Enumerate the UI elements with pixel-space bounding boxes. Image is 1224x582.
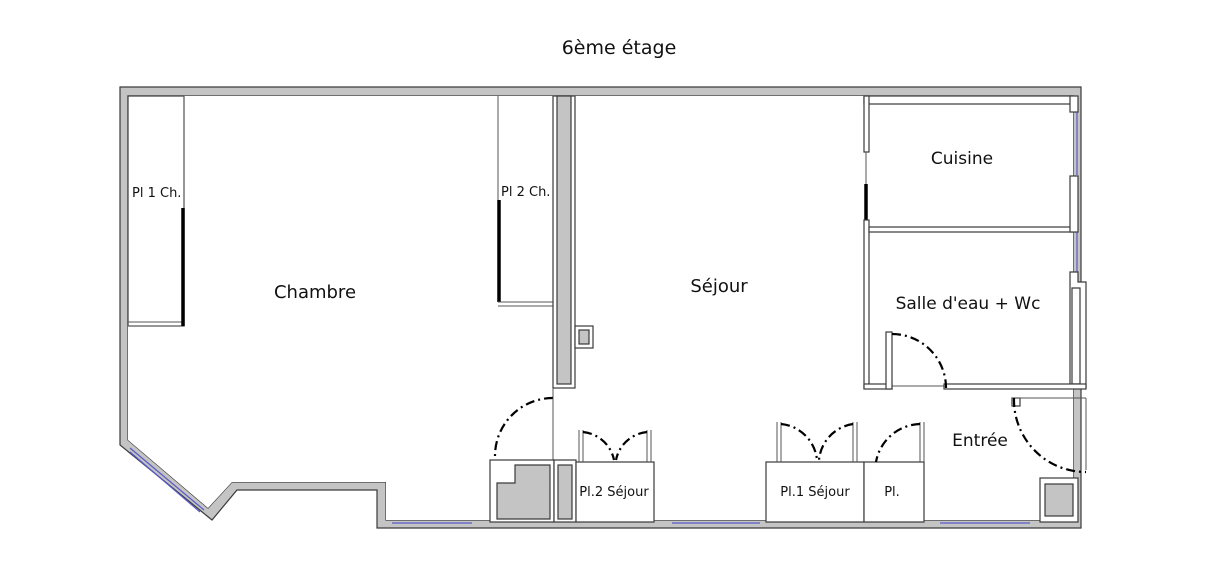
room-entree: Entrée xyxy=(952,397,1087,523)
label-chambre: Chambre xyxy=(274,282,356,303)
label-cuisine: Cuisine xyxy=(931,149,993,169)
label-pl2-sejour: Pl.2 Séjour xyxy=(579,485,649,500)
closet-pl: Pl. xyxy=(863,422,925,523)
interior-floor xyxy=(128,96,1073,520)
room-cuisine: Cuisine xyxy=(863,95,1079,389)
label-pl2-ch: Pl 2 Ch. xyxy=(501,185,550,200)
windows xyxy=(129,110,1078,524)
closet-pl2-sejour: Pl.2 Séjour xyxy=(575,430,655,523)
closet-pl2-ch: Pl 2 Ch. xyxy=(497,96,553,307)
label-pl1-sejour: Pl.1 Séjour xyxy=(780,485,850,500)
label-sejour: Séjour xyxy=(690,276,748,297)
room-salle-eau: Salle d'eau + Wc xyxy=(863,271,1087,390)
floor-title: 6ème étage xyxy=(562,37,677,59)
label-pl1-ch: Pl 1 Ch. xyxy=(132,186,181,201)
door-chambre xyxy=(493,396,554,457)
central-wall xyxy=(552,95,594,398)
label-salle-eau: Salle d'eau + Wc xyxy=(896,294,1041,314)
label-pl: Pl. xyxy=(884,485,900,500)
closet-pl1-ch: Pl 1 Ch. xyxy=(127,95,185,327)
shaft-left xyxy=(489,459,577,523)
closet-pl1-sejour: Pl.1 Séjour xyxy=(765,422,865,523)
label-entree: Entrée xyxy=(952,431,1008,451)
